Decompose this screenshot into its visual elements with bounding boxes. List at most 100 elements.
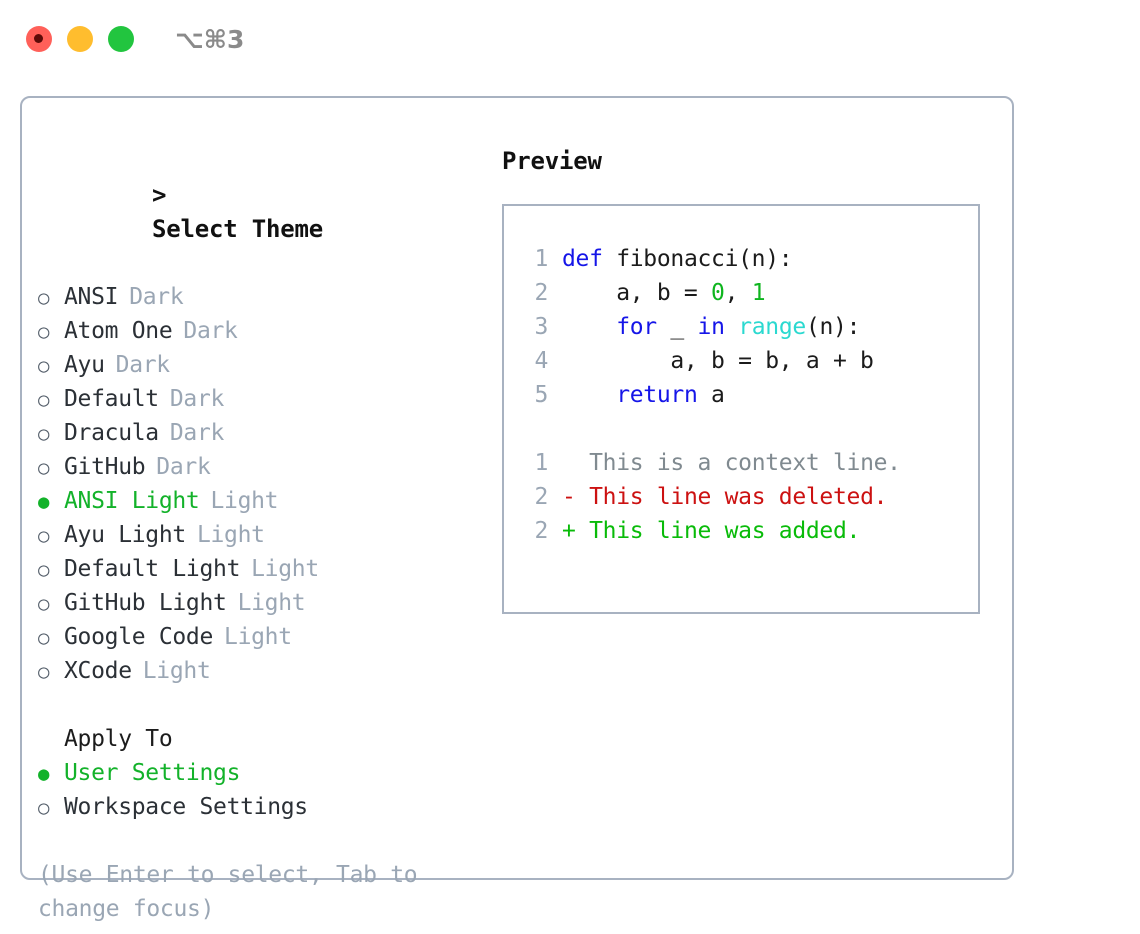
- apply-to-heading: Apply To: [64, 726, 173, 752]
- radio-unselected-icon: ○: [38, 559, 50, 581]
- theme-option-label: Default Light: [64, 556, 241, 582]
- code-line-number: 3: [534, 314, 548, 340]
- code-token-plain: a: [697, 382, 725, 408]
- diff-line-gap: [576, 514, 590, 548]
- code-line-text: for _ in range(n):: [562, 310, 860, 344]
- code-line-number: 1: [534, 246, 548, 272]
- code-line-number: 5: [534, 382, 548, 408]
- radio-unselected-icon: ○: [38, 457, 50, 479]
- title-bar: ⌥⌘3: [0, 0, 1140, 78]
- theme-option-label: Dracula: [64, 420, 159, 446]
- code-line: 4 a, b = b, a + b: [518, 344, 978, 378]
- section-spacer: [38, 688, 488, 722]
- apply-to-option-workspace-settings[interactable]: ○ Workspace Settings: [38, 790, 488, 824]
- diff-line-sign: -: [562, 484, 576, 510]
- diff-line-text: This line was deleted.: [589, 484, 888, 510]
- code-token-plain: _: [656, 314, 698, 340]
- radio-unselected-icon: ○: [38, 525, 50, 547]
- theme-option-label: Default: [64, 386, 159, 412]
- radio-unselected-icon: ○: [38, 661, 50, 683]
- theme-option-kind: Light: [210, 488, 279, 514]
- close-button[interactable]: [26, 26, 52, 52]
- theme-option-xcode[interactable]: ○ XCode Light: [38, 654, 488, 688]
- diff-line-number: 1: [534, 450, 548, 476]
- theme-option-label: XCode: [64, 658, 132, 684]
- code-line: 1 def fibonacci(n):: [518, 242, 978, 276]
- theme-option-kind: Dark: [129, 284, 184, 310]
- code-token-kw: for: [616, 314, 657, 340]
- theme-option-kind: Light: [196, 522, 265, 548]
- code-token-kw: in: [697, 314, 725, 340]
- diff-line-number: 2: [534, 484, 548, 510]
- code-token-plain: fibonacci(n):: [616, 246, 793, 272]
- code-line-text: a, b = b, a + b: [562, 344, 874, 378]
- diff-line-gap: [576, 446, 590, 480]
- diff-line-sign: +: [562, 518, 576, 544]
- theme-option-label: Atom One: [64, 318, 173, 344]
- theme-option-kind: Light: [251, 556, 319, 582]
- theme-option-label: Google Code: [64, 624, 214, 650]
- radio-selected-icon: ●: [38, 491, 50, 513]
- theme-option-label: ANSI: [64, 284, 119, 310]
- code-token-plain: a, b = b, a + b: [562, 348, 874, 374]
- theme-option-default-light[interactable]: ○ Default Light Light: [38, 552, 488, 586]
- diff-sample: 1 This is a context line.2- This line wa…: [518, 446, 978, 548]
- caret-icon: >: [152, 181, 167, 209]
- diff-line: 2- This line was deleted.: [518, 480, 978, 514]
- apply-to-option-user-settings[interactable]: ●User Settings: [38, 756, 488, 790]
- code-token-plain: a, b =: [562, 280, 712, 306]
- apply-to-option-label: Workspace Settings: [64, 794, 308, 820]
- theme-option-kind: Light: [142, 658, 211, 684]
- theme-option-kind: Dark: [169, 386, 225, 412]
- code-token-plain: [725, 314, 739, 340]
- apply-to-list: ●User Settings ○ Workspace Settings: [38, 756, 488, 824]
- code-line-text: return a: [562, 378, 725, 412]
- select-theme-heading: > Select Theme: [38, 144, 488, 280]
- code-token-num: 0: [711, 280, 725, 306]
- radio-unselected-icon: ○: [38, 627, 50, 649]
- radio-unselected-icon: ○: [38, 287, 50, 309]
- diff-line-text: This is a context line.: [589, 450, 901, 476]
- radio-unselected-icon: ○: [38, 797, 50, 819]
- radio-unselected-icon: ○: [38, 593, 50, 615]
- code-line-number: 2: [534, 280, 548, 306]
- code-token-kw: return: [616, 382, 698, 408]
- radio-unselected-icon: ○: [38, 321, 50, 343]
- maximize-button[interactable]: [108, 26, 134, 52]
- code-token-plain: [562, 382, 616, 408]
- code-line-text: def fibonacci(n):: [562, 242, 793, 276]
- radio-unselected-icon: ○: [38, 355, 50, 377]
- code-diff-separator: [518, 412, 978, 446]
- code-line: 2 a, b = 0, 1: [518, 276, 978, 310]
- code-line: 5 return a: [518, 378, 978, 412]
- diff-line-sign: [562, 446, 576, 480]
- code-line: 3 for _ in range(n):: [518, 310, 978, 344]
- diff-line: 1 This is a context line.: [518, 446, 978, 480]
- minimize-button[interactable]: [67, 26, 93, 52]
- diff-line-number: 2: [534, 518, 548, 544]
- apply-to-option-label: User Settings: [64, 760, 241, 786]
- code-token-plain: [562, 314, 616, 340]
- theme-option-kind: Light: [237, 590, 306, 616]
- theme-option-ansi[interactable]: ○ ANSI Dark: [38, 280, 488, 314]
- diff-line: 2+ This line was added.: [518, 514, 978, 548]
- code-token-num: 1: [751, 280, 766, 306]
- code-token-kw: def: [562, 246, 617, 272]
- select-theme-heading-label: Select Theme: [152, 215, 323, 243]
